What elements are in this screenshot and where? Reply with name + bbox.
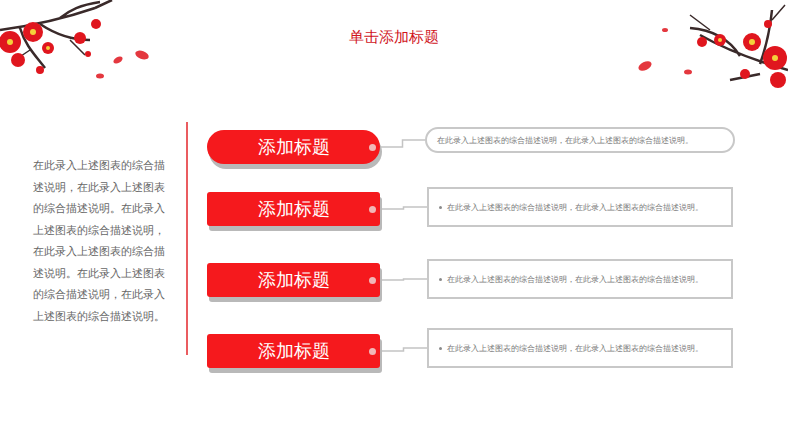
- description-box: 在此录入上述图表的综合描述说明，在此录入上述图表的综合描述说明。: [427, 187, 733, 227]
- box-title: 添加标题: [258, 339, 330, 363]
- title-box: 添加标题: [207, 263, 380, 297]
- connector-line: [380, 279, 427, 280]
- connector-line: [380, 348, 427, 351]
- box-text: 在此录入上述图表的综合描述说明，在此录入上述图表的综合描述说明。: [447, 274, 703, 285]
- title-box: 添加标题: [207, 334, 380, 368]
- description-box: 在此录入上述图表的综合描述说明，在此录入上述图表的综合描述说明。: [427, 328, 733, 368]
- marker-dot: [369, 206, 376, 213]
- box-title: 添加标题: [258, 135, 330, 159]
- description-text: 在此录入上述图表的综合描述说明，在此录入上述图表的综合描述说明。在此录入上述图表…: [33, 155, 170, 327]
- bullet-dot: [439, 278, 442, 281]
- title-box: 添加标题: [207, 130, 380, 164]
- bullet-dot: [439, 206, 442, 209]
- left-plum-branch: [0, 0, 150, 79]
- box-text: 在此录入上述图表的综合描述说明，在此录入上述图表的综合描述说明。: [447, 343, 703, 354]
- box-title: 添加标题: [258, 268, 330, 292]
- connector-line: [380, 140, 425, 147]
- divider-line: [186, 122, 188, 355]
- description-box: 在此录入上述图表的综合描述说明，在此录入上述图表的综合描述说明。: [427, 259, 733, 299]
- marker-dot: [369, 348, 376, 355]
- marker-dot: [369, 277, 376, 284]
- bullet-dot: [439, 347, 442, 350]
- connector-line: [380, 207, 427, 209]
- slide-title: 单击添加标题: [0, 28, 788, 47]
- box-text: 在此录入上述图表的综合描述说明，在此录入上述图表的综合描述说明。: [437, 135, 693, 146]
- box-title: 添加标题: [258, 197, 330, 221]
- marker-dot: [369, 144, 376, 151]
- title-box: 添加标题: [207, 192, 380, 226]
- description-box: 在此录入上述图表的综合描述说明，在此录入上述图表的综合描述说明。: [425, 127, 735, 153]
- box-text: 在此录入上述图表的综合描述说明，在此录入上述图表的综合描述说明。: [447, 202, 703, 213]
- right-plum-branch: [637, 5, 788, 88]
